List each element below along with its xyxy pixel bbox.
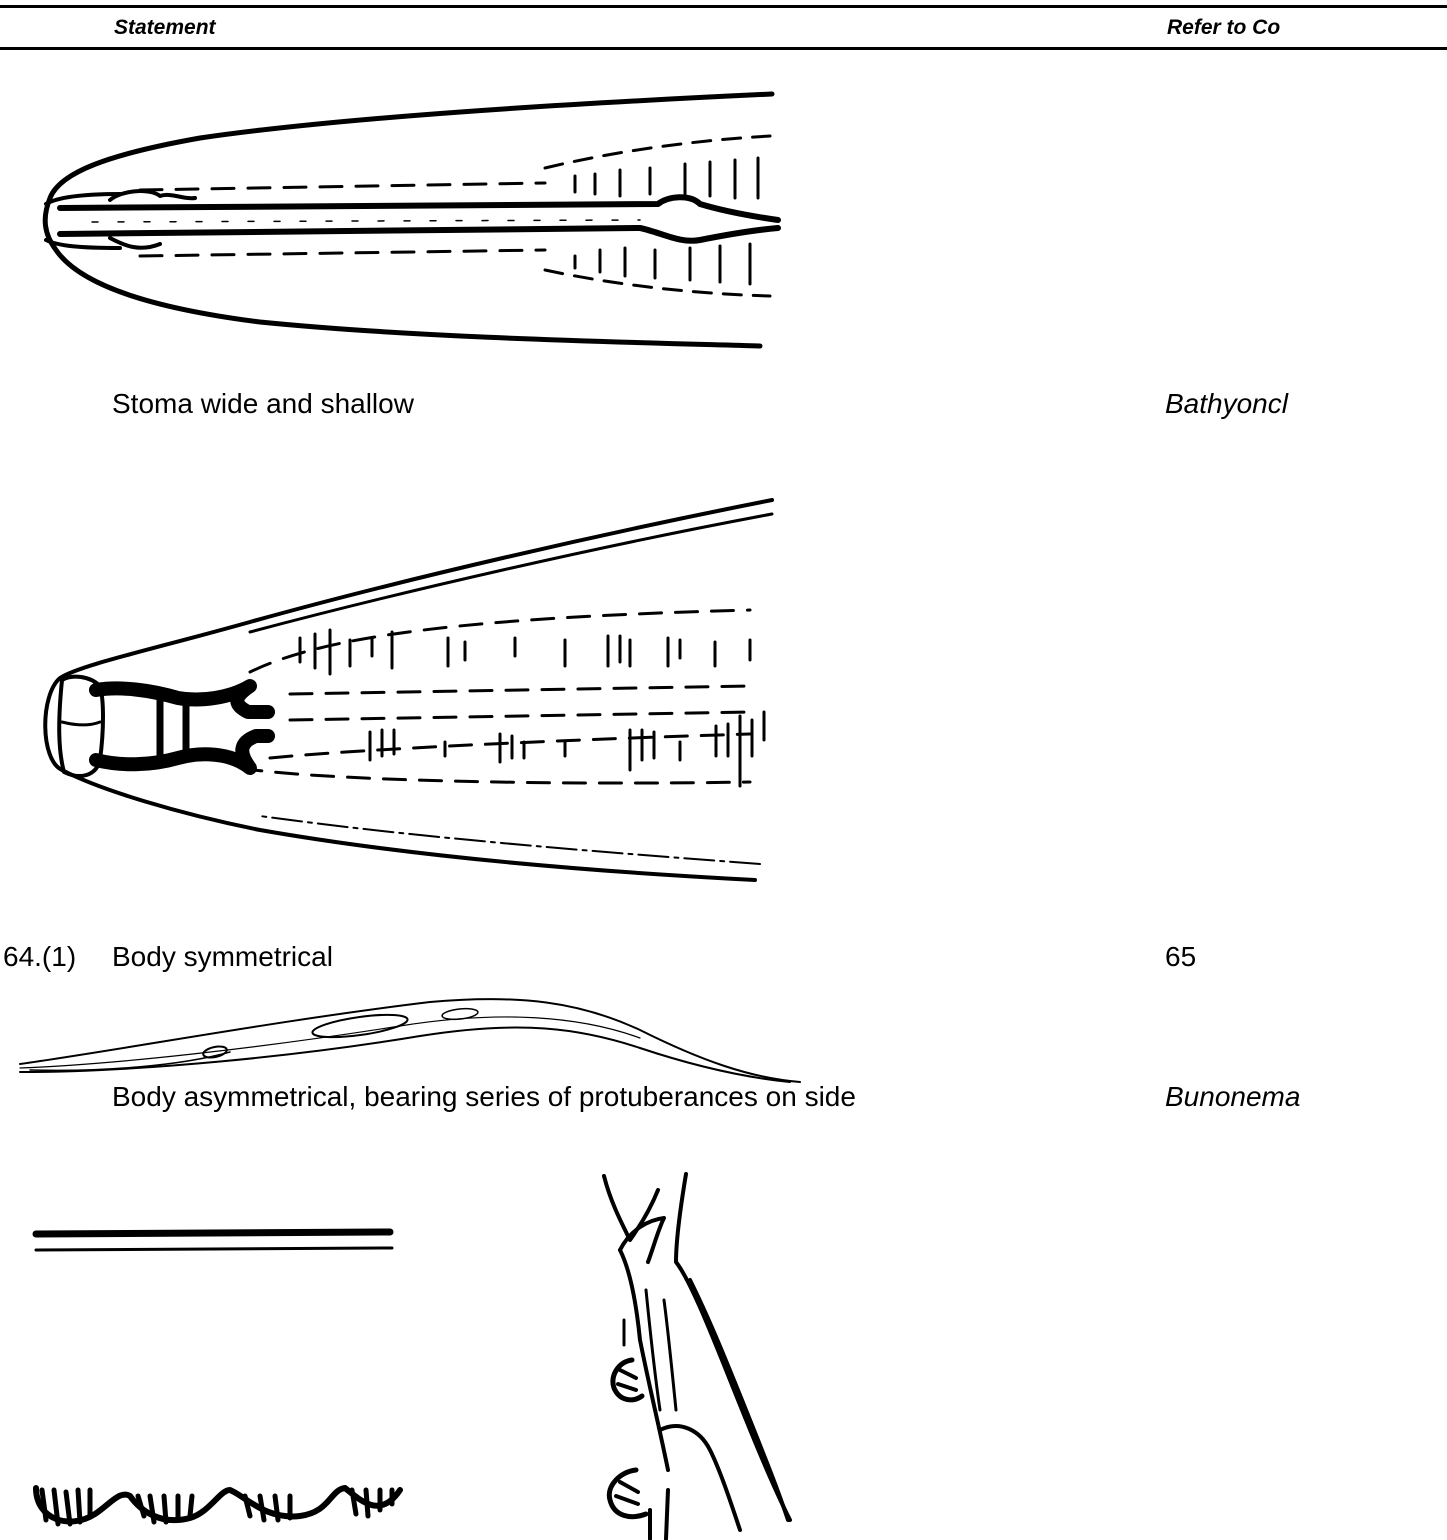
refer-text: 65 bbox=[1165, 940, 1307, 974]
refer-text: Bunonema bbox=[1165, 1080, 1307, 1114]
nematode-head-narrow-stoma-figure bbox=[0, 80, 800, 370]
body-protuberances-side-figure bbox=[580, 1170, 820, 1539]
statement-column-header: Statement bbox=[114, 16, 414, 40]
refer-text: Bathyoncl bbox=[1165, 387, 1307, 421]
refer-column-header: Refer to Co bbox=[1167, 16, 1307, 40]
header-bottom-rule bbox=[0, 47, 1447, 50]
statement-text: Body asymmetrical, bearing series of pro… bbox=[112, 1080, 1012, 1114]
top-rule bbox=[0, 5, 1447, 8]
statement-text: Stoma wide and shallow bbox=[112, 387, 1012, 421]
nematode-head-wide-stoma-figure bbox=[0, 490, 800, 900]
cuticle-protuberances-figure bbox=[30, 1220, 410, 1540]
statement-text: Body symmetrical bbox=[112, 940, 1012, 974]
couplet-number: 64.(1) bbox=[3, 940, 103, 974]
